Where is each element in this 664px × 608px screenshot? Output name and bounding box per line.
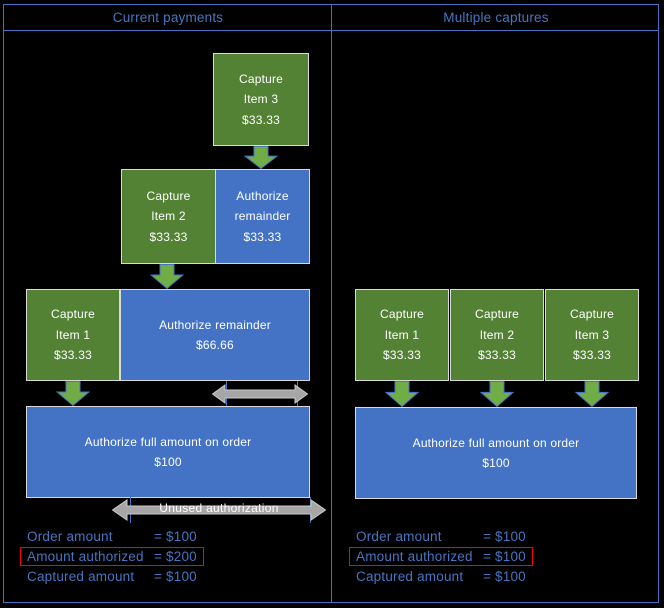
right-authorize-full-box: Authorize full amount on order $100 (355, 407, 637, 499)
left-authorize-remainder-33-box: Authorize remainder $33.33 (215, 169, 310, 264)
left-summary: Order amount = $100 Amount authorized = … (20, 527, 204, 587)
down-arrow-icon (56, 381, 90, 406)
left-authorize-remainder-66-box: Authorize remainder $66.66 (120, 289, 310, 381)
down-arrow-icon (480, 381, 514, 407)
order-amount-label: Order amount (27, 529, 113, 544)
amount-authorized-value: = $100 (483, 549, 526, 564)
amount-authorized-label: Amount authorized (27, 549, 144, 564)
captured-amount-row: Captured amount = $100 (349, 567, 533, 586)
unused-authorization-arrow-icon (112, 499, 326, 521)
amount-authorized-row: Amount authorized = $100 (349, 547, 533, 566)
captured-amount-row: Captured amount = $100 (20, 567, 204, 586)
left-capture-item3-box: Capture Item 3 $33.33 (213, 53, 309, 146)
order-amount-value: = $100 (483, 529, 526, 544)
left-capture-item1-box: Capture Item 1 $33.33 (26, 289, 120, 381)
down-arrow-icon (150, 264, 184, 289)
header-current-payments: Current payments (112, 10, 224, 25)
right-capture-item1-box: Capture Item 1 $33.33 (355, 289, 449, 381)
amount-authorized-label: Amount authorized (356, 549, 473, 564)
panel-divider (331, 4, 332, 603)
double-arrow-icon (212, 384, 308, 404)
right-capture-item3-box: Capture Item 3 $33.33 (545, 289, 639, 381)
captured-amount-value: = $100 (154, 569, 197, 584)
header-multiple-captures: Multiple captures (443, 10, 549, 25)
captured-amount-label: Captured amount (356, 569, 464, 584)
captured-amount-value: = $100 (483, 569, 526, 584)
left-capture-item2-box: Capture Item 2 $33.33 (121, 169, 216, 264)
right-summary: Order amount = $100 Amount authorized = … (349, 527, 533, 587)
order-amount-label: Order amount (356, 529, 442, 544)
down-arrow-icon (385, 381, 419, 407)
left-authorize-full-box: Authorize full amount on order $100 (26, 406, 310, 498)
order-amount-row: Order amount = $100 (20, 527, 204, 546)
down-arrow-icon (244, 146, 278, 169)
amount-authorized-row: Amount authorized = $200 (20, 547, 204, 566)
order-amount-value: = $100 (154, 529, 197, 544)
captured-amount-label: Captured amount (27, 569, 135, 584)
right-capture-item2-box: Capture Item 2 $33.33 (450, 289, 544, 381)
down-arrow-icon (575, 381, 609, 407)
unused-authorization-label: Unused authorization (159, 501, 279, 515)
amount-authorized-value: = $200 (154, 549, 197, 564)
order-amount-row: Order amount = $100 (349, 527, 533, 546)
